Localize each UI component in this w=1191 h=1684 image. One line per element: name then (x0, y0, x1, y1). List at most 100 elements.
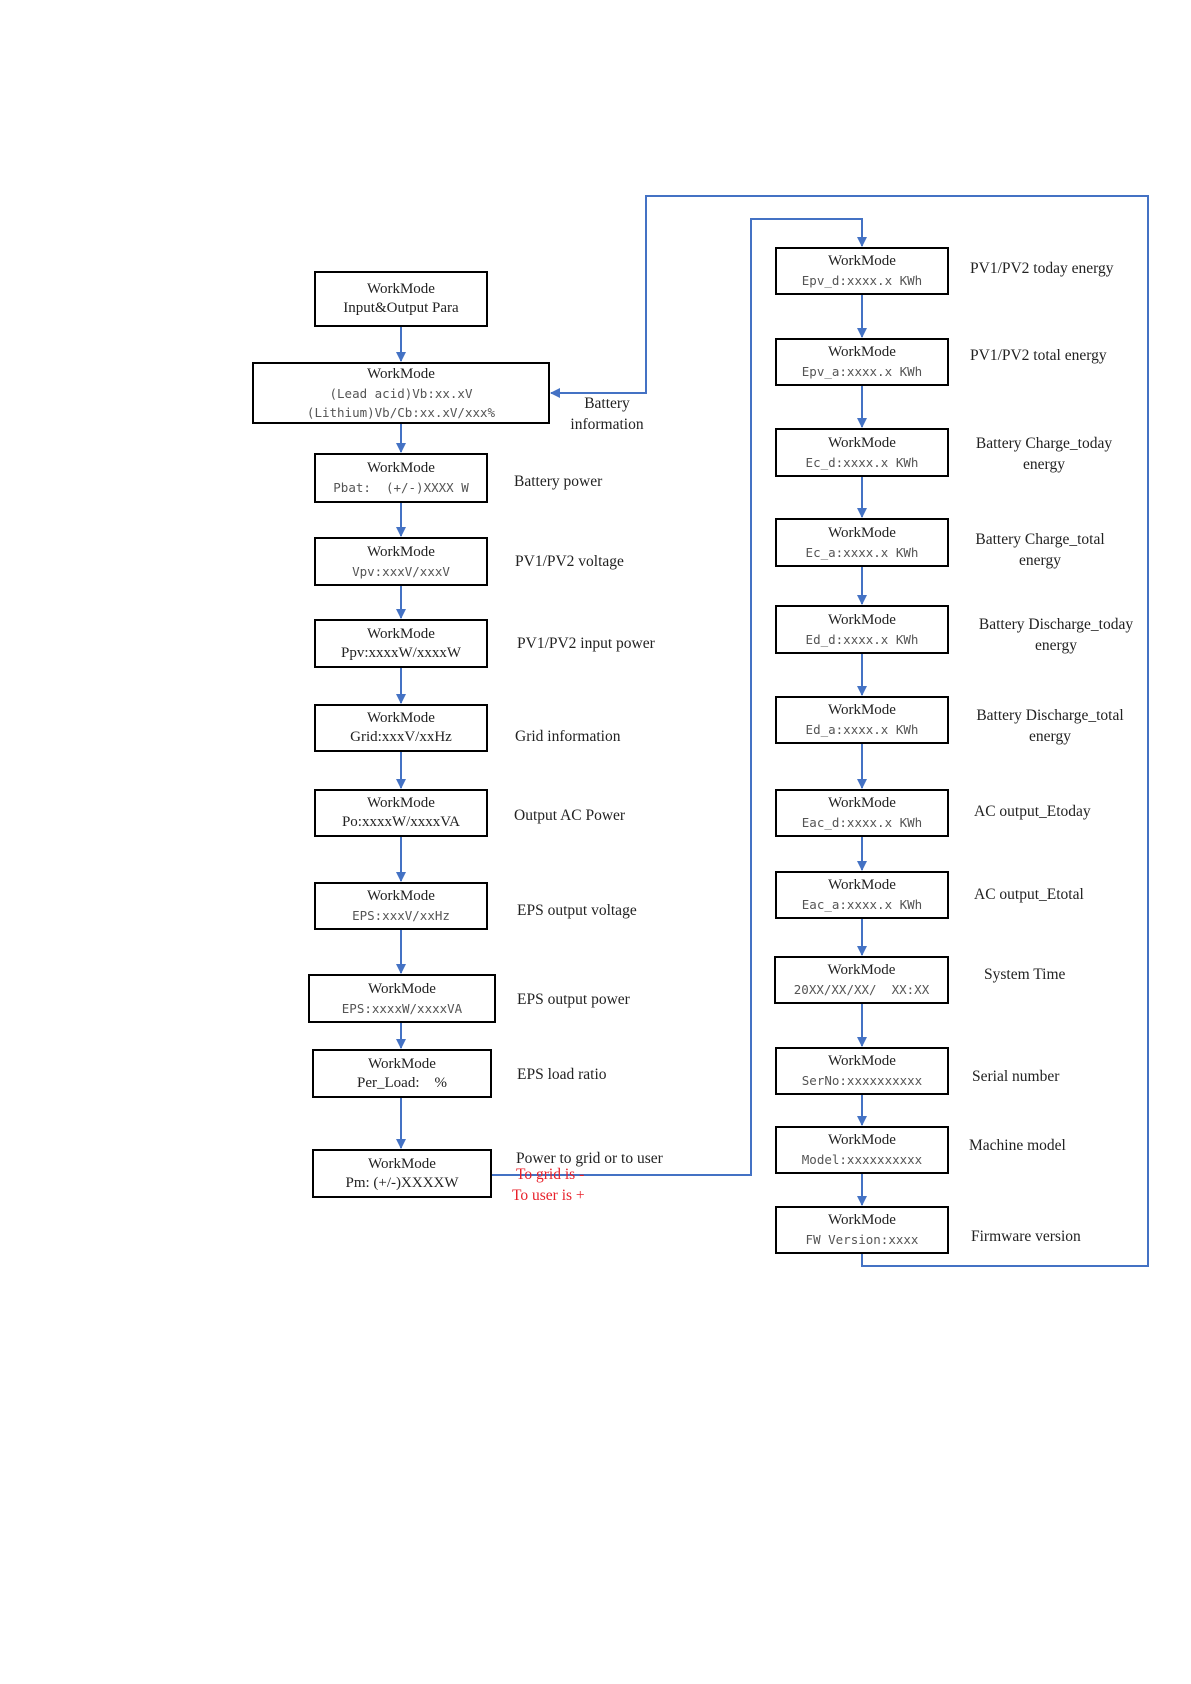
box-title: WorkMode (827, 962, 896, 978)
box-value-line: Vpv:xxxV/xxxV (352, 563, 450, 579)
power-sign-note-line: To grid is - (516, 1166, 585, 1183)
box-value-line: SerNo:xxxxxxxxxx (801, 1073, 923, 1088)
box-value-line: EPS:xxxV/xxHz (352, 908, 450, 923)
right-step-label-2: PV1/PV2 total energy (970, 345, 1107, 366)
box-title: WorkMode (368, 1055, 436, 1072)
label-line: Battery Charge_today (975, 435, 1113, 452)
right-step-label-10: Serial number (972, 1066, 1059, 1087)
label-line: AC output_Etotal (974, 886, 1084, 903)
right-step-label-11: Machine model (969, 1135, 1066, 1156)
left-step-label-10: EPS load ratio (517, 1064, 607, 1085)
label-line: Battery (584, 395, 630, 412)
label-line: PV1/PV2 voltage (515, 553, 624, 570)
right-step-label-8: AC output_Etotal (974, 884, 1084, 905)
left-step-label-8: EPS output voltage (517, 900, 637, 921)
box-value-line: Ec_a:xxxx.x KWh (805, 544, 919, 560)
label-line: Battery Discharge_total (976, 707, 1124, 724)
box-title: WorkMode (367, 795, 435, 811)
box-title: WorkMode (828, 611, 896, 628)
box-title: WorkMode (368, 1155, 436, 1172)
label-line: information (570, 416, 644, 433)
left-step-label-11: Power to grid or to user (516, 1148, 663, 1169)
box-title: WorkMode (828, 1212, 896, 1228)
box-value-line: Eac_a:xxxx.x KWh (801, 897, 923, 912)
box-title: WorkMode (367, 365, 435, 382)
label-line: Power to grid or to user (516, 1150, 663, 1167)
right-step-label-1: PV1/PV2 today energy (970, 258, 1114, 279)
left-step-label-3: Battery power (514, 471, 602, 492)
box-title: WorkMode (367, 543, 435, 560)
left-step-label-9: EPS output power (517, 989, 630, 1010)
right-step-label-9: System Time (984, 964, 1065, 985)
label-line: energy (1035, 637, 1077, 654)
box-value-line: Ed_d:xxxx.x KWh (805, 631, 919, 647)
power-sign-note: To grid is - To user is + (512, 1164, 585, 1206)
label-line: Firmware version (971, 1228, 1081, 1245)
box-title: WorkMode (828, 434, 896, 451)
right-step-label-7: AC output_Etoday (974, 801, 1091, 822)
left-step-label-4: PV1/PV2 voltage (515, 551, 624, 572)
box-title: WorkMode (367, 625, 435, 642)
box-value-line: Model:xxxxxxxxxx (801, 1152, 923, 1167)
arrow-left-to-right-column (492, 218, 867, 1176)
label-line: System Time (984, 966, 1066, 983)
box-title: WorkMode (828, 253, 896, 269)
left-step-box-2: WorkMode(Lead acid)Vb:xx.xV(Lithium)Vb/C… (252, 362, 550, 424)
power-sign-note-line: To user is + (512, 1187, 585, 1204)
label-line: energy (1023, 456, 1065, 473)
box-title: WorkMode (828, 877, 896, 893)
label-line: Grid information (515, 728, 621, 745)
box-value-line: 20XX/XX/XX/ XX:XX (793, 982, 930, 997)
box-title: WorkMode (828, 1053, 896, 1069)
box-title: WorkMode (367, 710, 435, 726)
box-value-line: Eac_d:xxxx.x KWh (801, 815, 923, 830)
label-line: Battery power (514, 473, 603, 490)
box-value-line: Ppv:xxxxW/xxxxW (341, 644, 461, 661)
label-line: Serial number (972, 1068, 1060, 1085)
label-line: AC output_Etoday (974, 803, 1091, 820)
box-value-line: Pm: (+/-)XXXXW (345, 1174, 459, 1191)
label-line: energy (1019, 552, 1061, 569)
box-title: WorkMode (368, 980, 436, 997)
box-value-line: (Lead acid)Vb:xx.xV (329, 385, 473, 401)
box-value-line: EPS:xxxxW/xxxxVA (341, 1000, 463, 1016)
box-value-line: Po:xxxxW/xxxxVA (341, 814, 461, 830)
label-line: Output AC Power (514, 807, 626, 824)
arrow-loop-back-to-battery-info (550, 195, 1149, 1267)
box-value-line: Per_Load: % (357, 1074, 447, 1091)
right-step-box-9: WorkMode 20XX/XX/XX/ XX:XX (774, 956, 949, 1004)
box-title: WorkMode (367, 888, 435, 904)
label-line: PV1/PV2 input power (517, 635, 655, 652)
left-step-label-5: PV1/PV2 input power (517, 633, 655, 654)
label-line: EPS load ratio (517, 1066, 607, 1083)
box-title: WorkMode (367, 281, 435, 297)
left-step-label-6: Grid information (515, 726, 620, 747)
box-value-line: Pbat: (+/-)XXXX W (333, 480, 469, 495)
left-step-label-2: Battery information (507, 393, 707, 435)
box-value-line: Ed_a:xxxx.x KWh (805, 722, 919, 737)
left-step-label-7: Output AC Power (514, 805, 625, 826)
label-line: energy (1029, 728, 1071, 745)
